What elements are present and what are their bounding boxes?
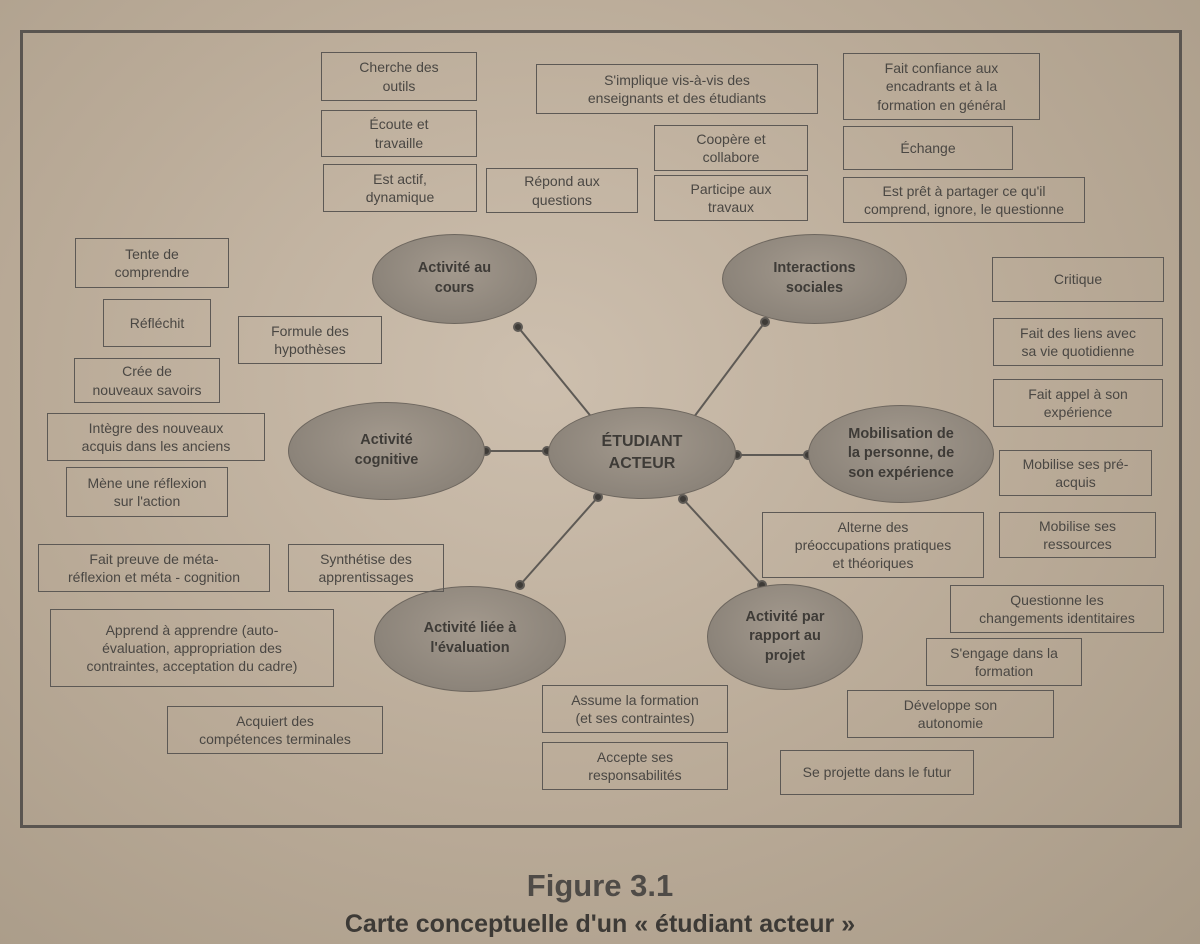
node-dot: [513, 322, 523, 332]
connector-interactions: [687, 321, 766, 426]
node-dot: [760, 317, 770, 327]
node-dot: [515, 580, 525, 590]
box-cherche-outils: Cherche des outils: [321, 52, 477, 101]
node-dot: [678, 494, 688, 504]
hub-mobilisation: Mobilisation de la personne, de son expé…: [808, 405, 994, 503]
box-coopere: Coopère et collabore: [654, 125, 808, 171]
box-cree-savoirs: Crée de nouveaux savoirs: [74, 358, 220, 403]
box-alterne: Alterne des préoccupations pratiques et …: [762, 512, 984, 578]
hub-activite-cours: Activité au cours: [372, 234, 537, 324]
hub-activite-evaluation: Activité liée à l'évaluation: [374, 586, 566, 692]
box-mobilise-ressources: Mobilise ses ressources: [999, 512, 1156, 558]
box-reflechit: Réfléchit: [103, 299, 211, 347]
box-synthetise: Synthétise des apprentissages: [288, 544, 444, 592]
box-assume: Assume la formation (et ses contraintes): [542, 685, 728, 733]
box-fait-confiance: Fait confiance aux encadrants et à la fo…: [843, 53, 1040, 120]
box-tente-comprendre: Tente de comprendre: [75, 238, 229, 288]
box-ecoute-travaille: Écoute et travaille: [321, 110, 477, 157]
box-metareflexion: Fait preuve de méta- réflexion et méta -…: [38, 544, 270, 592]
box-projette: Se projette dans le futur: [780, 750, 974, 795]
box-implique: S'implique vis-à-vis des enseignants et …: [536, 64, 818, 114]
box-echange: Échange: [843, 126, 1013, 170]
connector-projet: [682, 498, 763, 586]
box-accepte: Accepte ses responsabilités: [542, 742, 728, 790]
hub-activite-projet: Activité par rapport au projet: [707, 584, 863, 690]
box-apprend-apprendre: Apprend à apprendre (auto- évaluation, a…: [50, 609, 334, 687]
connector-evaluation: [519, 496, 599, 586]
box-fait-liens: Fait des liens avec sa vie quotidienne: [993, 318, 1163, 366]
box-actif-dynamique: Est actif, dynamique: [323, 164, 477, 212]
box-acquiert: Acquiert des compétences terminales: [167, 706, 383, 754]
box-critique: Critique: [992, 257, 1164, 302]
box-questionne: Questionne les changements identitaires: [950, 585, 1164, 633]
box-pret-partager: Est prêt à partager ce qu'il comprend, i…: [843, 177, 1085, 223]
center-node: ÉTUDIANT ACTEUR: [548, 407, 736, 499]
hub-activite-cognitive: Activité cognitive: [288, 402, 485, 500]
box-developpe: Développe son autonomie: [847, 690, 1054, 738]
diagram-frame: [20, 30, 1182, 828]
box-engage: S'engage dans la formation: [926, 638, 1082, 686]
figure-number: Figure 3.1: [526, 868, 674, 903]
box-mobilise-preacquis: Mobilise ses pré- acquis: [999, 450, 1152, 496]
box-fait-appel: Fait appel à son expérience: [993, 379, 1163, 427]
box-mene-reflexion: Mène une réflexion sur l'action: [66, 467, 228, 517]
connector-cours: [517, 326, 599, 426]
box-participe: Participe aux travaux: [654, 175, 808, 221]
hub-interactions-sociales: Interactions sociales: [722, 234, 907, 324]
box-integre-acquis: Intègre des nouveaux acquis dans les anc…: [47, 413, 265, 461]
figure-title: Carte conceptuelle d'un « étudiant acteu…: [344, 910, 856, 938]
box-repond-questions: Répond aux questions: [486, 168, 638, 213]
box-formule-hypotheses: Formule des hypothèses: [238, 316, 382, 364]
